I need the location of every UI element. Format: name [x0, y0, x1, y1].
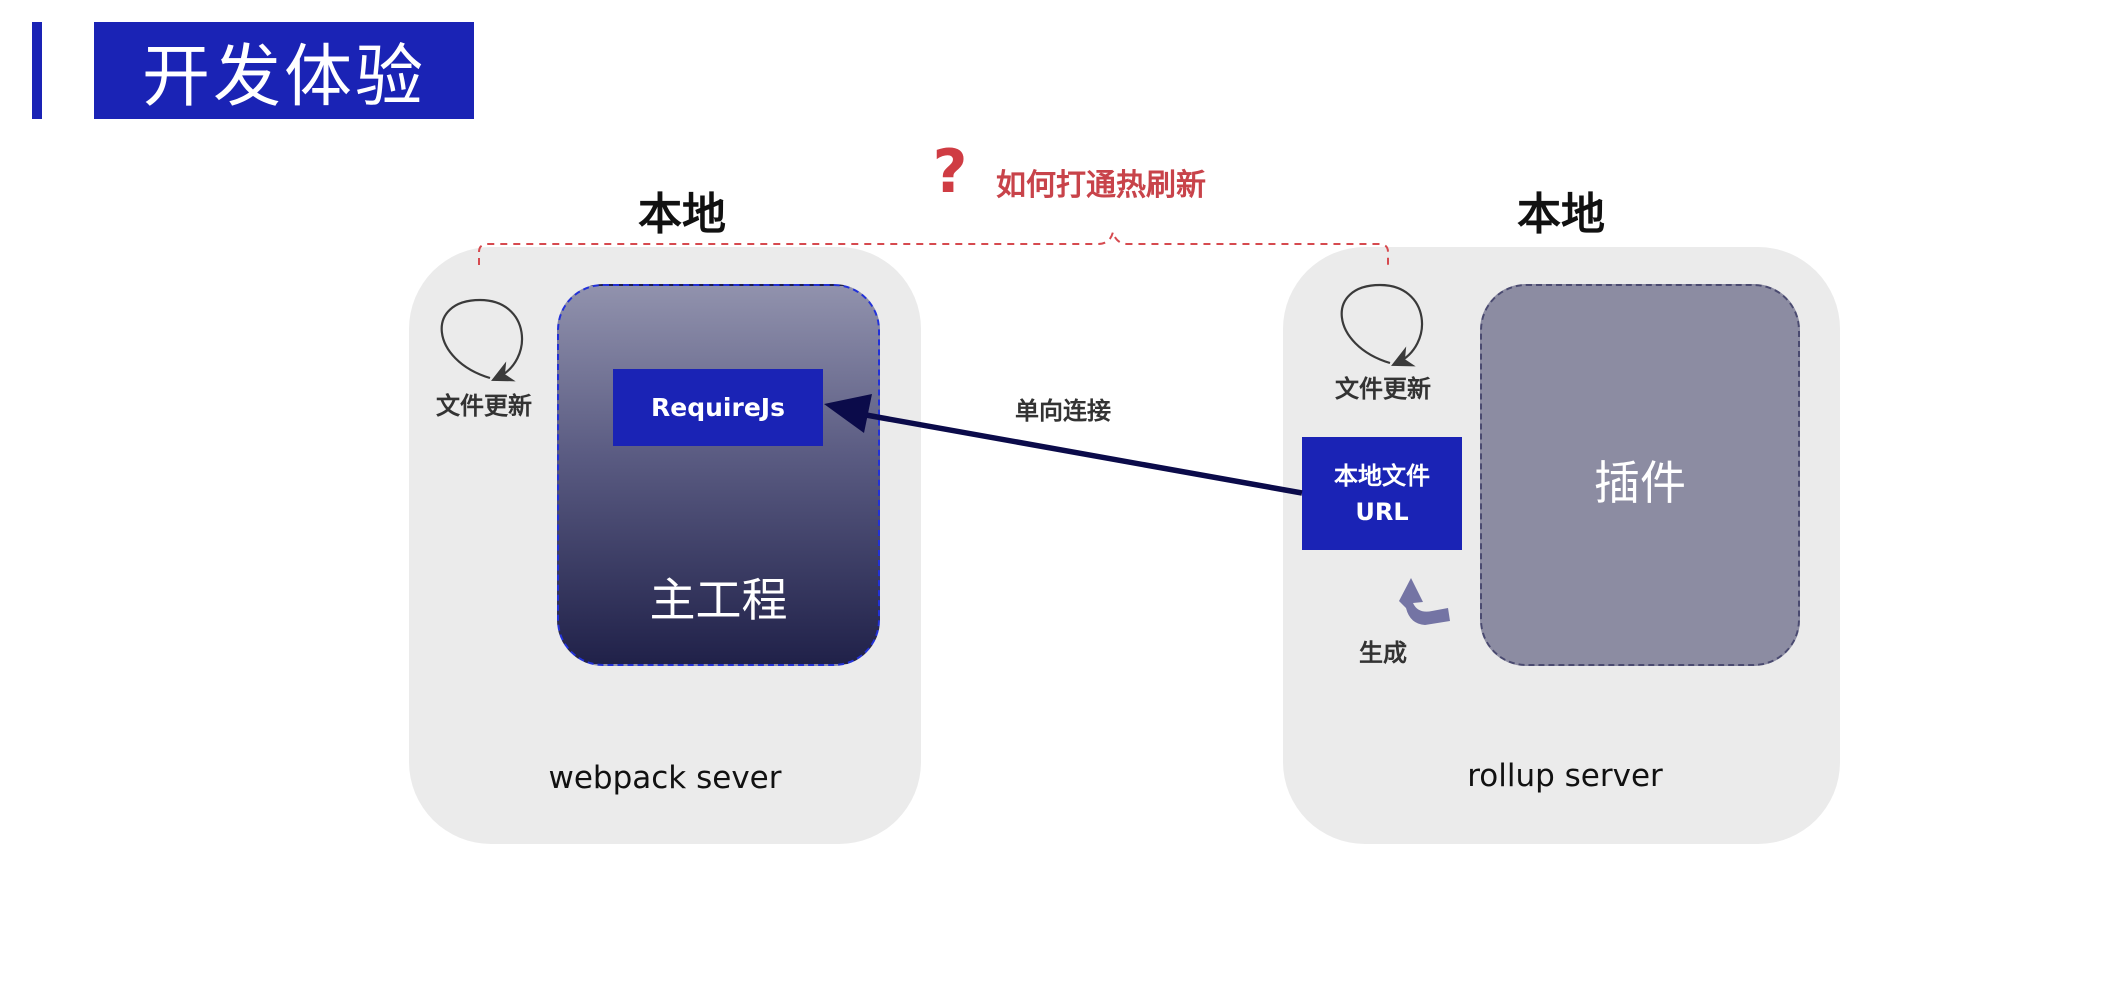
title-accent-bar [32, 22, 42, 119]
generate-label: 生成 [1359, 639, 1407, 667]
main-project-box [557, 284, 880, 666]
requirejs-box: RequireJs [613, 369, 823, 446]
local-file-url-box: 本地文件 URL [1302, 437, 1462, 550]
plugin-box [1480, 284, 1800, 666]
question-mark-icon: ? [932, 137, 968, 207]
local-file-url-line1: 本地文件 [1334, 461, 1430, 490]
right-region-heading: 本地 [1517, 189, 1605, 240]
connection-label: 单向连接 [1015, 397, 1111, 425]
one-way-connection-line [865, 412, 1303, 496]
left-region-heading: 本地 [638, 189, 726, 240]
local-file-url-line2: URL [1355, 497, 1409, 526]
right-file-update-label: 文件更新 [1335, 375, 1431, 403]
plugin-label: 插件 [1594, 456, 1686, 510]
page-title: 开发体验 [94, 22, 474, 119]
main-project-label: 主工程 [649, 573, 788, 627]
rollup-server-label: rollup server [1467, 758, 1663, 794]
question-text: 如何打通热刷新 [996, 168, 1206, 203]
left-file-update-label: 文件更新 [436, 392, 532, 420]
webpack-server-label: webpack sever [548, 760, 782, 796]
